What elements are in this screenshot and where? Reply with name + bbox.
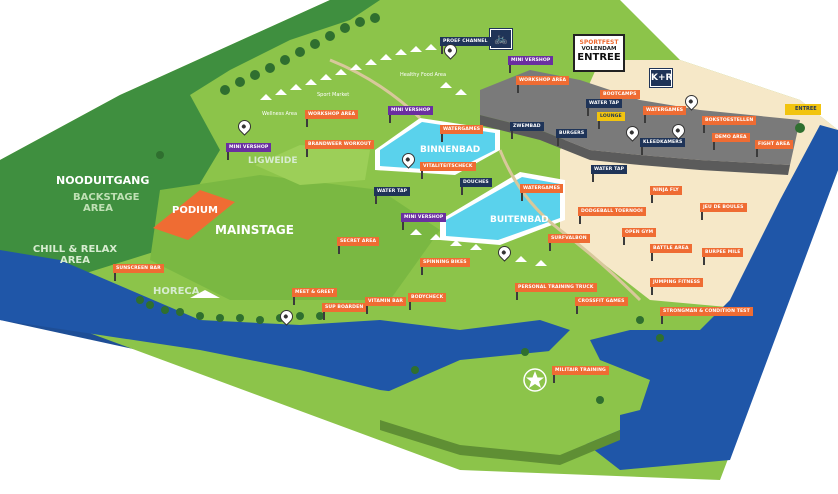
zone-ligweide: LIGWEIDE [248,156,298,166]
sign-proef-channel[interactable]: PROEF CHANNEL [440,37,491,54]
zone-podium: PODIUM [172,205,218,216]
sign-vitaliteitscheck[interactable]: VITALITEITSCHECK [420,162,476,179]
sign-water-tap-2[interactable]: WATER TAP [591,165,628,182]
path-1 [498,149,642,302]
sign-ninja-fly[interactable]: NINJA FLY [650,186,682,203]
sign-sunscreen-bar[interactable]: SUNSCREEN BAR [113,264,164,281]
sign-sup-boarden[interactable]: SUP BOARDEN [322,303,367,320]
zone-chill-relax: CHILL & RELAX AREA [32,244,118,266]
sign-mini-vershop-2[interactable]: MINI VERSHOP [388,106,434,123]
sign-militair-training[interactable]: MILITAIR TRAINING [552,366,609,383]
sign-burpee-mile[interactable]: BURPEE MILE [702,248,744,265]
sign-open-gym[interactable]: OPEN GYM [622,228,657,245]
sign-mini-vershop-4[interactable]: MINI VERSHOP [401,213,447,230]
sign-water-tap-1[interactable]: WATER TAP [374,187,411,204]
sign-secret-area[interactable]: SECRET AREA [337,237,380,254]
sign-crossfit-games[interactable]: CROSSFIT GAMES [575,297,628,314]
sign-meet-greet[interactable]: MEET & GREET [292,288,338,305]
side-entrance-flag[interactable]: ENTREE [785,104,821,115]
sign-burgers[interactable]: BURGERS [556,129,588,146]
sign-bootcamps[interactable]: BOOTCAMPS [600,90,640,107]
zone-binnenbad: BINNENBAD [420,145,481,155]
sign-demo-area[interactable]: DEMO AREA [712,133,750,150]
label-sport-market: Sport Market [317,92,350,98]
zone-horeca: HORECA [153,286,200,297]
sign-lounge[interactable]: LOUNGE [597,112,625,129]
sign-workshop-area-2[interactable]: WORKSHOP AREA [305,110,359,127]
sign-battle-area[interactable]: BATTLE AREA [650,244,692,261]
sign-mini-vershop-1[interactable]: MINI VERSHOP [508,56,554,73]
zone-mainstage: MAINSTAGE [215,223,294,237]
sign-bokstoestellen[interactable]: BOKSTOESTELLEN [702,116,757,133]
sign-vitamin-bar[interactable]: VITAMIN BAR [365,297,407,314]
sign-workshop-area-1[interactable]: WORKSHOP AREA [516,76,570,93]
sign-zwembad[interactable]: ZWEMBAD [510,122,544,139]
west-dark-zone [0,95,220,300]
building-wall [480,115,790,175]
sign-surfvalbon[interactable]: SURFVALBON [548,234,590,251]
sign-watergames-1[interactable]: WATERGAMES [440,125,484,142]
zone-backstage: BACKSTAGE AREA [73,192,140,214]
sign-douches[interactable]: DOUCHES [460,178,492,195]
entrance-brand-top: SPORTFEST [579,39,619,46]
label-healthy-food: Healthy Food Area [400,72,447,78]
label-wellness: Wellness Area [262,111,298,117]
sign-personal-training[interactable]: PERSONAL TRAINING TRUCK [515,283,597,300]
tent-row [190,44,547,298]
sign-bodycheck[interactable]: BODYCHECK [408,293,447,310]
sign-brandweer-workout[interactable]: BRANDWEER WORKOUT [305,140,375,157]
entrance-word: ENTREE [577,52,621,63]
sign-water-tap-3[interactable]: WATER TAP [586,99,623,116]
entrance-brand-bottom: VOLENDAM [581,46,617,52]
island-edge [380,420,620,465]
zone-buitenbad: BUITENBAD [490,215,549,225]
star-landmark [523,368,547,392]
bicycle-parking-icon[interactable]: 🚲 [489,28,513,50]
sign-jeu-de-boules[interactable]: JEU DE BOULES [700,203,747,220]
podium-stage [153,190,235,240]
sign-mini-vershop-3[interactable]: MINI VERSHOP [226,143,272,160]
sign-watergames-3[interactable]: WATERGAMES [643,106,687,123]
zone-nooduitgang: NOODUITGANG [56,174,150,187]
ligweide-field [255,145,370,185]
sign-fight-area[interactable]: FIGHT AREA [755,140,793,157]
sign-spinning-bikes[interactable]: SPINNING BIKES [420,258,470,275]
tree-band [120,0,380,95]
sign-jumping-fitness[interactable]: JUMPING FITNESS [650,278,704,295]
sign-dodgeball[interactable]: DODGEBALL TOERNOOI [578,207,646,224]
south-island [380,350,620,455]
sign-strongman[interactable]: STRONGMAN & CONDITION TEST [660,307,753,324]
kiss-and-ride-icon[interactable]: K+R [649,68,673,88]
entrance-sign[interactable]: SPORTFEST VOLENDAM ENTREE [573,34,625,72]
sign-watergames-2[interactable]: WATERGAMES [520,184,564,201]
sign-kleedkamers[interactable]: KLEEDKAMERS [640,138,686,155]
